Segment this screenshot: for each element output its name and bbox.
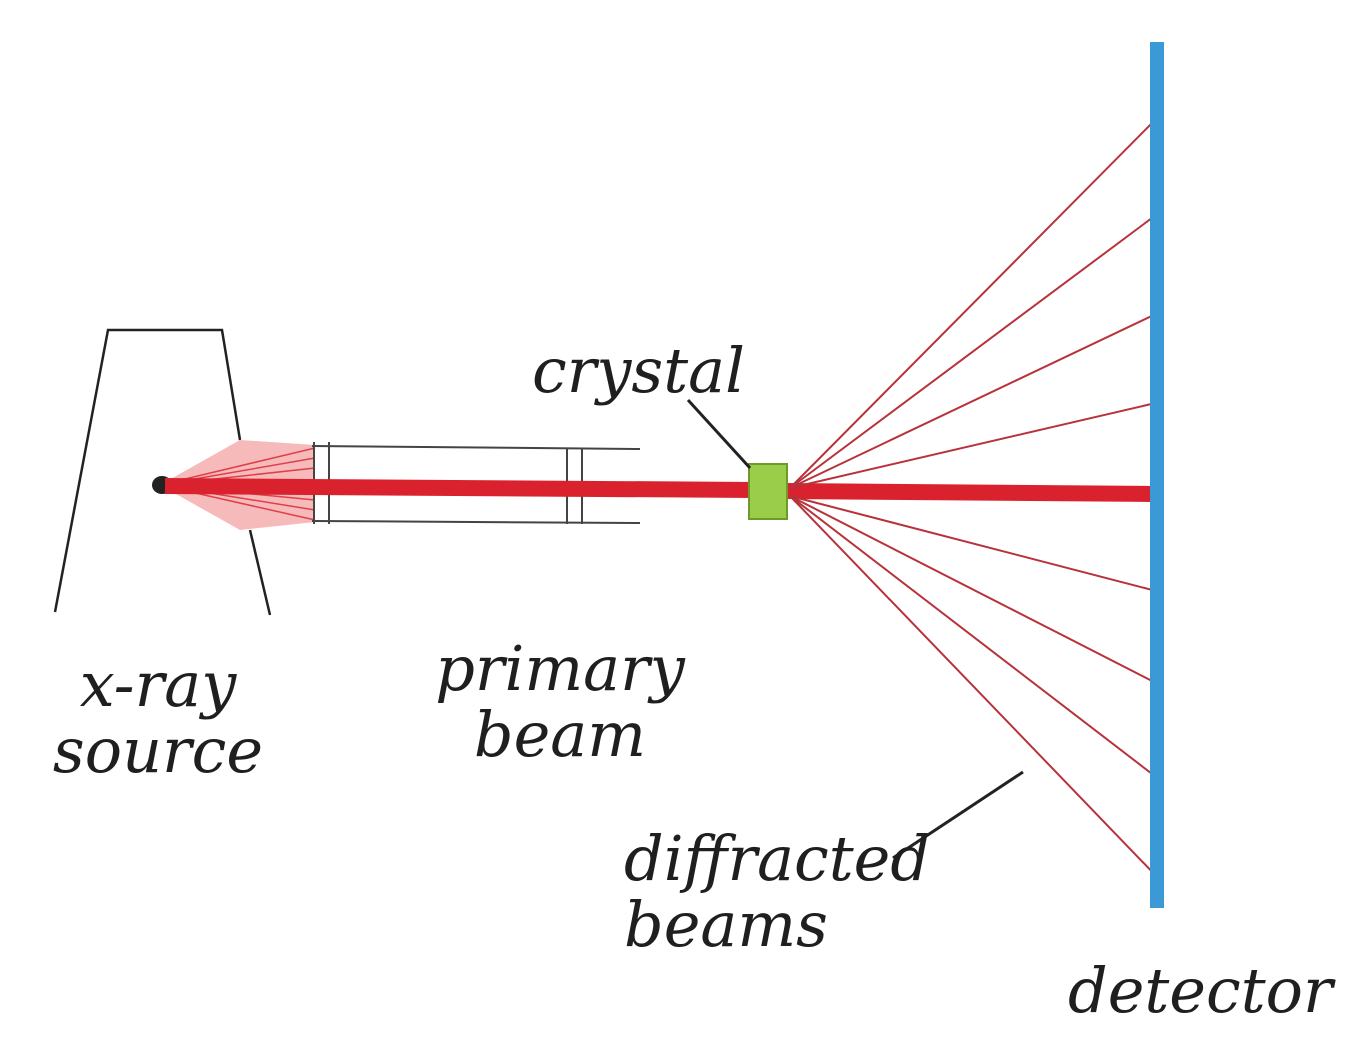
crystal-label-text: crystal [532, 334, 745, 407]
diffracted-leader-line [892, 770, 1024, 860]
diffracted-beams-label: diffracted beams [624, 826, 930, 958]
diffracted-beams [789, 114, 1161, 881]
diffracted-beams-label-line1: diffracted [624, 822, 931, 895]
diffracted-beams-label-line2: beams [624, 888, 828, 961]
detector-plate [1150, 42, 1164, 908]
xray-source-label-line2: source [52, 714, 264, 787]
crystal-label: crystal [532, 338, 745, 404]
transmitted-beam [784, 483, 1153, 502]
primary-beam-label-line2: beam [473, 698, 647, 771]
detector-label-text: detector [1068, 954, 1333, 1027]
xray-source-label: x-ray source [48, 652, 268, 784]
crystal-sample [748, 463, 788, 520]
crystal-leader-line [686, 398, 752, 470]
primary-beam-label-line1: primary [435, 632, 685, 705]
detector-label: detector [1068, 958, 1333, 1024]
collimator-tube [311, 442, 641, 524]
primary-beam [164, 478, 1153, 502]
xray-source-housing [53, 328, 272, 616]
primary-beam-label: primary beam [430, 636, 690, 768]
xray-source-label-line1: x-ray [79, 648, 237, 721]
